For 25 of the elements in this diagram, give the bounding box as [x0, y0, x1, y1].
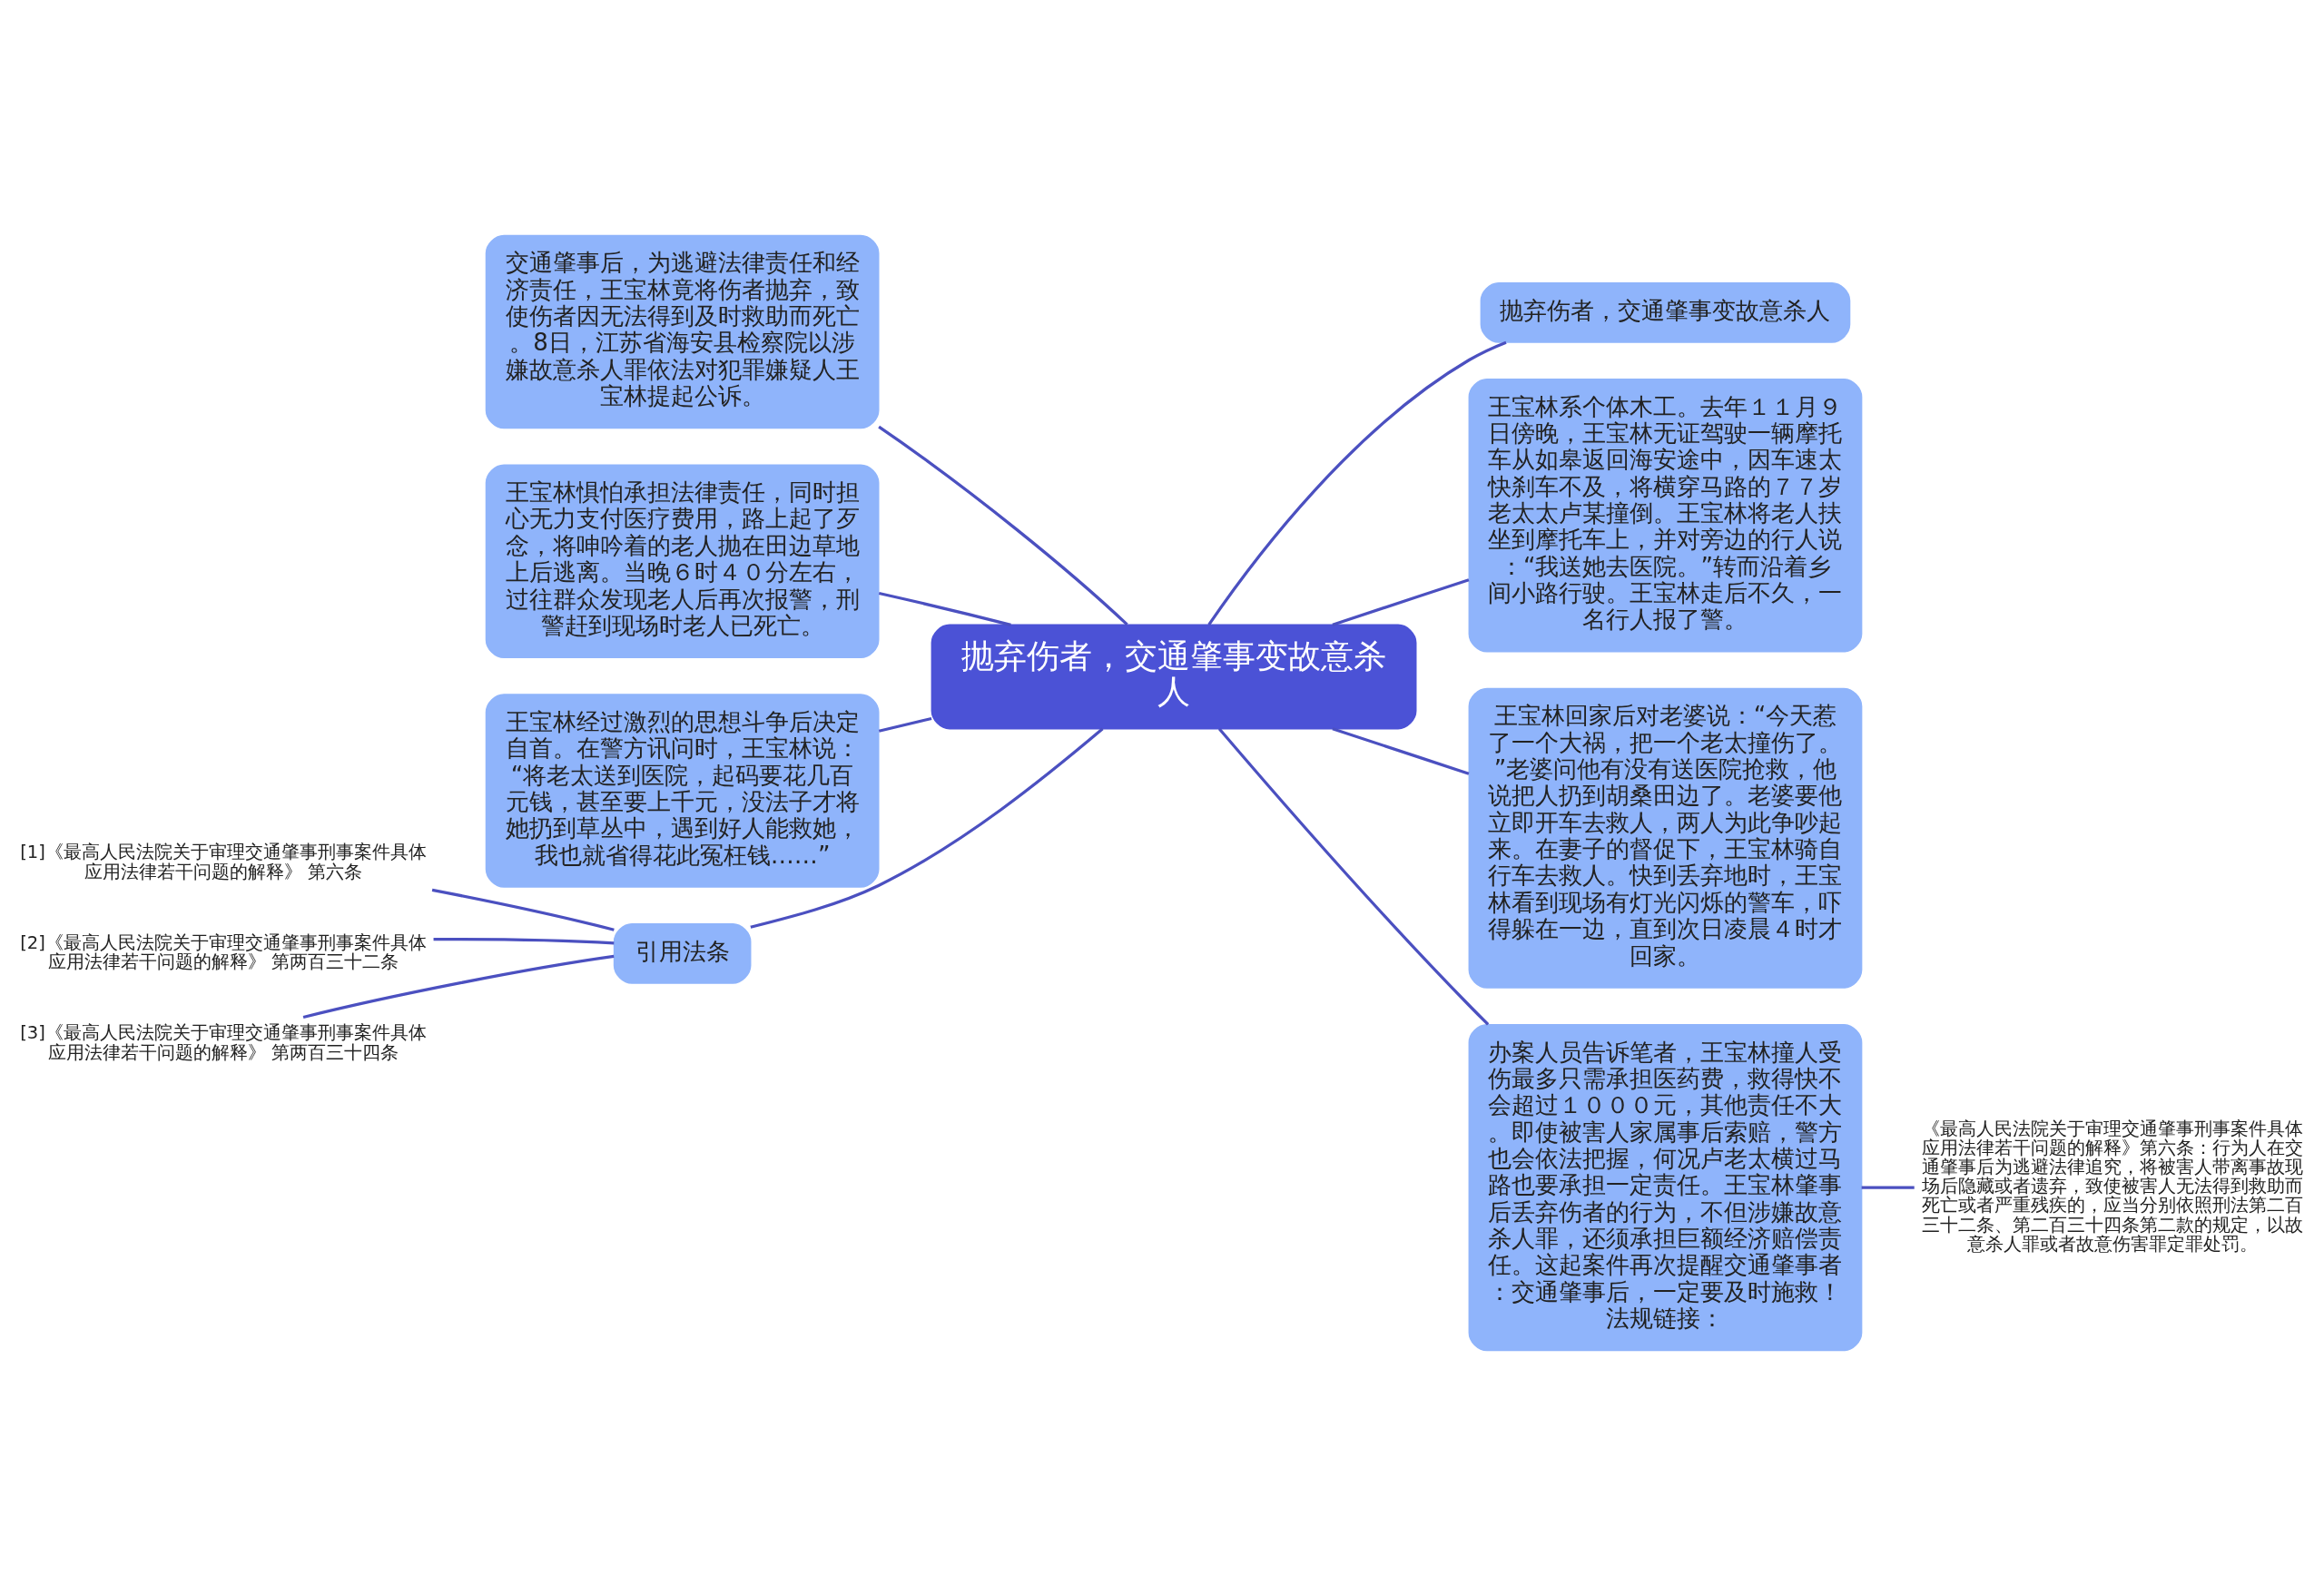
connector: [878, 716, 932, 733]
node-text: [1]《最高人民法院关于审理交通肇事刑事案件具体应用法律若干问题的解释》 第六条: [20, 842, 427, 882]
connector: [433, 937, 615, 945]
node-box: 王宝林回家后对老婆说：“今天惹了一个大祸，把一个老太撞伤了。”老婆问他有没有送医院抢救，他说把人扔到胡桑田边了。老婆要他立即开车去救人，两人为此争吵起来。在妻子的督促下，王宝林骑自行车去救人。快到丢弃地时，王宝林看到现场有灯光闪烁的警车，吓得躲在一边，直到次日凌晨４时才回家。: [1468, 687, 1863, 989]
connector: [1332, 727, 1470, 775]
node-text: [2]《最高人民法院关于审理交通肇事刑事案件具体应用法律若干问题的解释》 第两百三十二条: [20, 931, 427, 973]
connector: [878, 425, 1128, 626]
node-box: 抛弃伤者，交通肇事变故意杀人: [931, 624, 1417, 730]
node-box: 交通肇事后，为逃避法律责任和经济责任，王宝林竟将伤者抛弃，致使伤者因无法得到及时救助而死亡。8日，江苏省海安县检察院以涉嫌故意杀人罪依法对犯罪嫌疑人王宝林提起公诉。: [485, 234, 880, 429]
connector: [1332, 578, 1470, 626]
connector: [431, 888, 615, 931]
node-box: 王宝林系个体木工。去年１１月９日傍晚，王宝林无证驾驶一辆摩托车从如皋返回海安途中，因车速太快刹车不及，将横穿马路的７７岁老太太卢某撞倒。王宝林将老人扶坐到摩托车上，并对旁边的行人说：“我送她去医院。”转而沿着乡间小路行驶。王宝林走后不久，一名行人报了警。: [1468, 378, 1863, 653]
connector: [302, 954, 615, 1020]
node-box: 办案人员告诉笔者，王宝林撞人受伤最多只需承担医药费，救得快不会超过１０００元，其他责任不大。即使被害人家属事后索赔，警方也会依法把握，何况卢老太横过马路也要承担一定责任。王宝林肇事后丢弃伤者的行为，不但涉嫌故意杀人罪，还须承担巨额经济赔偿责任。这起案件再次提醒交通肇事者：交通肇事后，一定要及时施救！法规链接：: [1468, 1023, 1863, 1352]
node-box: 抛弃伤者，交通肇事变故意杀人: [1480, 281, 1851, 343]
node-text: 《最高人民法院关于审理交通肇事刑事案件具体应用法律若干问题的解释》第六条：行为人在交通肇事后为逃避法律追究，将被害人带离事故现场后隐藏或者遗弃，致使被害人无法得到救助而死亡或者严重残疾的，应当分别依照刑法第二百三十二条、第二百三十四条第二款的规定，以故意杀人罪或者故意伤害罪定罪处罚。: [1921, 1118, 2303, 1255]
connector: [1207, 340, 1507, 626]
node-box: 王宝林惧怕承担法律责任，同时担心无力支付医疗费用，路上起了歹念，将呻吟着的老人抛在田边草地上后逃离。当晚６时４０分左右，过往群众发现老人后再次报警，刑警赶到现场时老人已死亡。: [485, 464, 880, 659]
connector: [1217, 727, 1490, 1026]
node-box: 引用法条: [613, 923, 752, 984]
node-box: 王宝林经过激烈的思想斗争后决定自首。在警方讯问时，王宝林说：“将老太送到医院，起码要花几百元钱，甚至要上千元，没法子才将她扔到草丛中，遇到好人能救她，我也就省得花此冤枉钱……”: [485, 694, 880, 888]
connector: [878, 591, 1011, 626]
node-text: [3]《最高人民法院关于审理交通肇事刑事案件具体应用法律若干问题的解释》 第两百三十四条: [20, 1022, 427, 1063]
connector: [1861, 1186, 1915, 1189]
connector: [750, 727, 1104, 929]
